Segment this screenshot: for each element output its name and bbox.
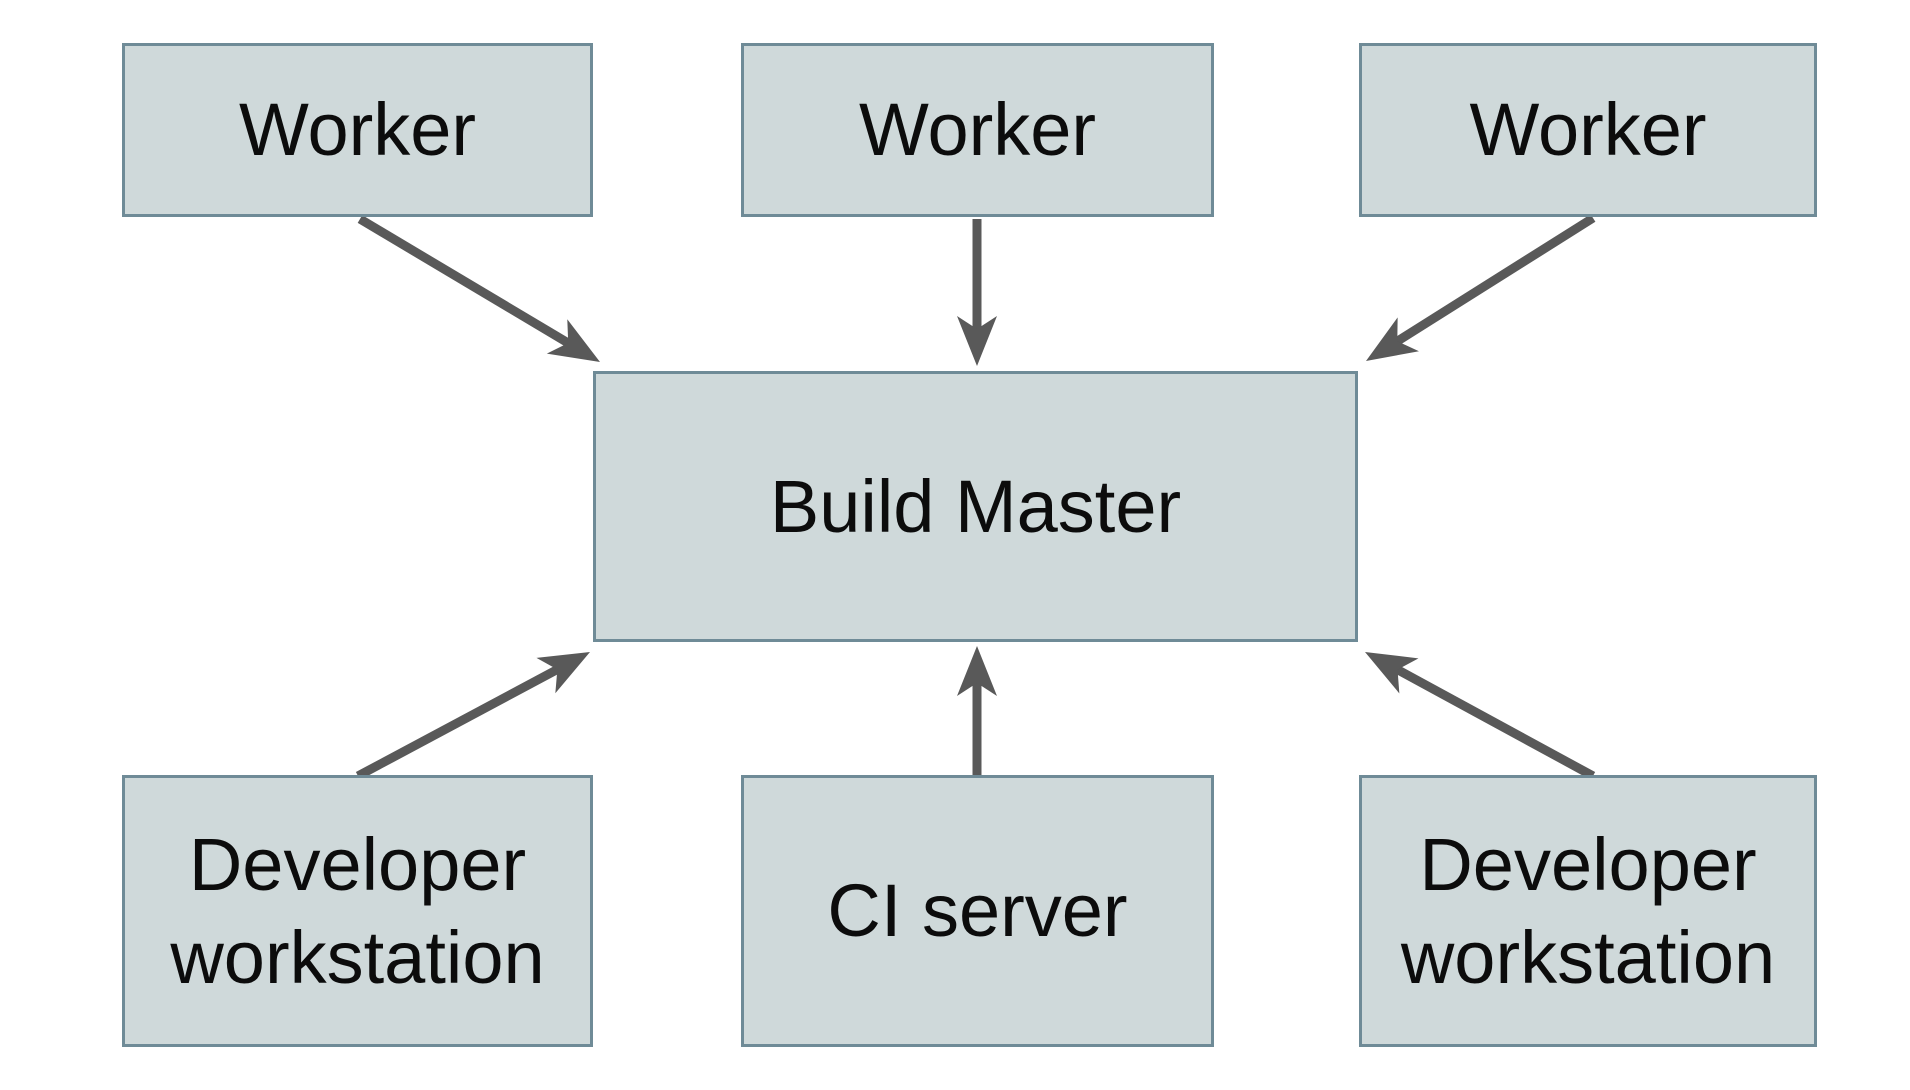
developer-workstation-1-node: Developer workstation: [122, 775, 593, 1047]
arrow-worker-1-to-build-master: [357, 215, 601, 363]
developer-workstation-1-label: Developer workstation: [170, 822, 545, 999]
worker-3-label: Worker: [1469, 88, 1707, 172]
ci-server-label: CI server: [827, 869, 1128, 953]
worker-2-node: Worker: [741, 43, 1214, 217]
worker-1-node: Worker: [122, 43, 593, 217]
worker-2-label: Worker: [858, 88, 1097, 172]
arrow-developer-workstation-1-to-build-master: [355, 652, 591, 780]
worker-3-node: Worker: [1359, 43, 1817, 217]
worker-1-label: Worker: [238, 88, 477, 172]
arrow-worker-3-to-build-master: [1365, 214, 1596, 362]
ci-server-node: CI server: [741, 775, 1214, 1047]
build-master-node: Build Master: [593, 371, 1358, 642]
arrow-developer-workstation-2-to-build-master: [1365, 651, 1596, 780]
developer-workstation-2-label: Developer workstation: [1400, 822, 1776, 999]
developer-workstation-2-node: Developer workstation: [1359, 775, 1817, 1047]
build-master-label: Build Master: [769, 464, 1182, 548]
